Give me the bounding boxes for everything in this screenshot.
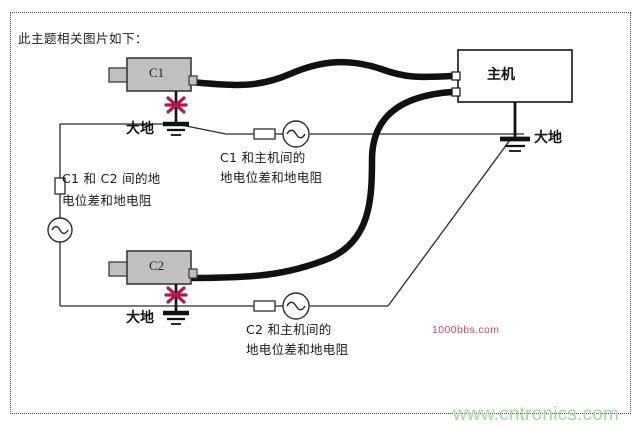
device-host-port-top — [451, 71, 461, 81]
ac-source-left-branch — [47, 217, 73, 243]
device-host-body — [457, 49, 573, 103]
resistor-left-branch — [54, 177, 66, 195]
device-c2-port — [188, 268, 198, 279]
device-host-port-bottom — [451, 87, 461, 97]
device-c1-left-tab — [108, 67, 130, 83]
annotation-c2-host-line2: 地电位差和地电阻 — [246, 342, 349, 357]
device-c2-label: C2 — [149, 258, 165, 273]
resistor-c2-host-branch — [253, 300, 276, 312]
signal-cables — [187, 58, 456, 282]
break-marker-c2 — [164, 286, 188, 304]
device-host[interactable] — [451, 49, 573, 138]
device-host-label: 主机 — [487, 67, 515, 83]
annotation-c1-host-line1: C1 和主机间的 — [220, 150, 306, 165]
wire-c2-host-branch-diagonal — [387, 139, 511, 307]
ground-label-host: 大地 — [534, 130, 562, 146]
forum-watermark: 1000bbs.com — [432, 324, 500, 336]
ground-symbol-c2 — [163, 306, 189, 325]
cable-c1-to-host — [187, 58, 456, 89]
annotation-c2-host-line1: C2 和主机间的 — [246, 322, 332, 337]
cable-c2-to-host — [187, 88, 456, 282]
site-watermark: www.cntronics.com — [453, 404, 619, 425]
device-c1-body — [126, 57, 192, 92]
ac-source-c1-host-branch — [275, 120, 310, 148]
resistor-c1-host-branch — [253, 128, 276, 140]
device-c2-body — [126, 250, 192, 285]
ac-source-c2-host-branch — [275, 292, 310, 320]
annotation-left-branch-line2: 电位差和地电阻 — [62, 193, 152, 208]
page-title: 此主题相关图片如下： — [18, 31, 149, 46]
ground-symbol-c1 — [163, 121, 189, 136]
ground-label-c2: 大地 — [126, 310, 154, 326]
device-c1[interactable] — [108, 57, 198, 124]
ground-label-c1: 大地 — [126, 121, 154, 137]
device-c2[interactable] — [108, 250, 198, 306]
annotation-left-branch-line1: C1 和 C2 间的地 — [62, 171, 161, 186]
device-c2-left-tab — [108, 261, 130, 277]
annotation-c1-host-line2: 地电位差和地电阻 — [220, 170, 323, 185]
ground-symbol-host — [500, 136, 530, 152]
device-c1-label: C1 — [149, 65, 165, 80]
device-c1-port — [188, 75, 198, 86]
break-marker-c1 — [164, 96, 188, 114]
